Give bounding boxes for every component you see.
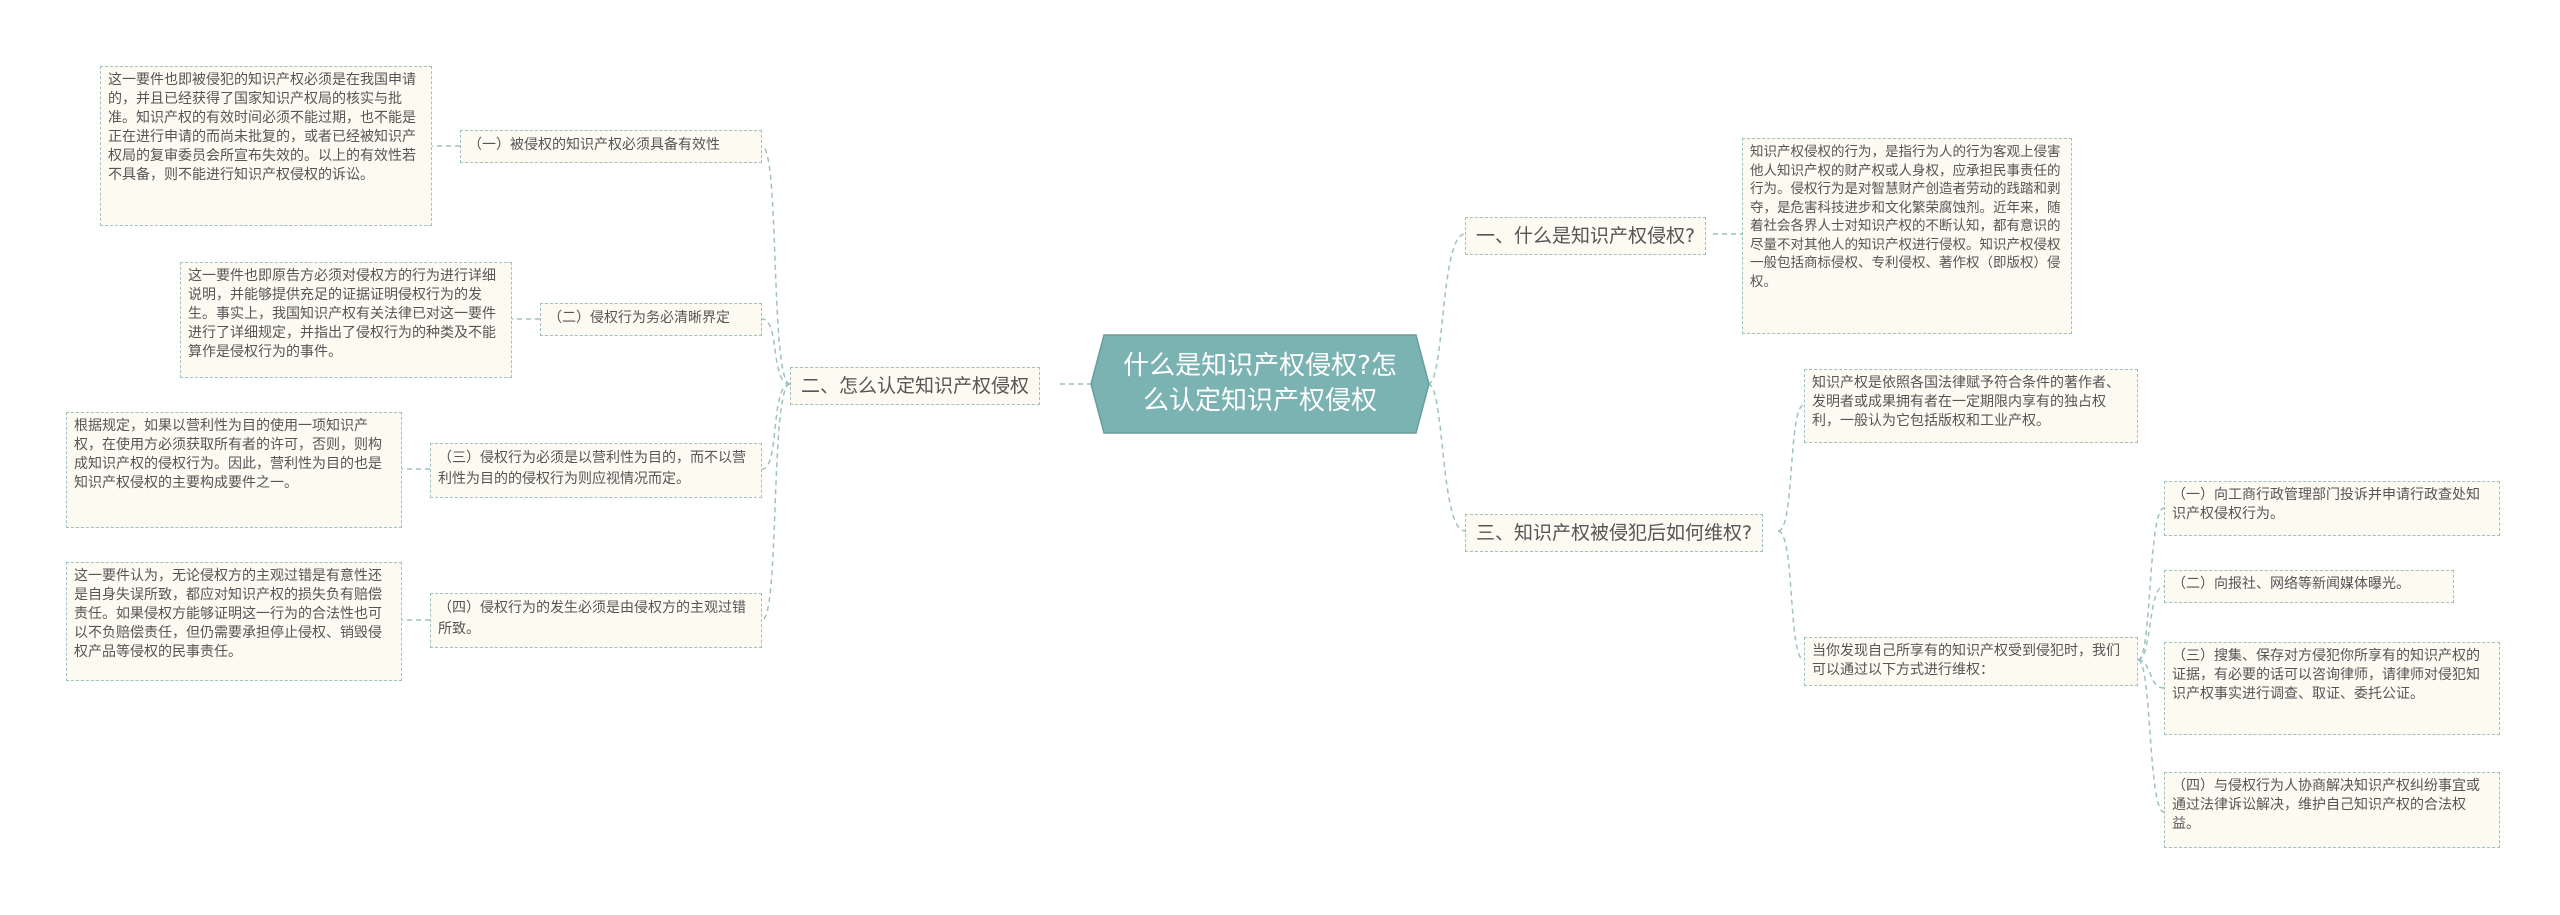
what-detail-note: 知识产权侵权的行为，是指行为人的行为客观上侵害他人知识产权的财产权或人身权，应承… [1742,138,2072,334]
connector-identify-item3 [761,383,791,470]
connector-identify-item1 [761,145,791,385]
identify-item-4-detail: 这一要件认为，无论侵权方的主观过错是有意性还是自身失误所致，都应对知识产权的损失… [66,562,402,681]
identify-item-1-detail: 这一要件也即被侵犯的知识产权必须是在我国申请的，并且已经获得了国家知识产权局的核… [100,66,432,226]
identify-item-2-detail: 这一要件也即原告方必须对侵权方的行为进行详细说明，并能够提供充足的证据证明侵权行… [180,262,512,378]
connector-methods-1 [2137,507,2165,661]
remedy-methods-intro[interactable]: 当你发现自己所享有的知识产权受到侵犯时，我们可以通过以下方式进行维权： [1804,637,2138,686]
identify-item-4-label[interactable]: （四）侵权行为的发生必须是由侵权方的主观过错所致。 [430,593,762,648]
branch-how-to-identify[interactable]: 二、怎么认定知识产权侵权 [790,367,1041,405]
connector-methods-2 [2137,585,2165,661]
remedy-method-2: （二）向报社、网络等新闻媒体曝光。 [2164,570,2454,603]
remedy-method-1: （一）向工商行政管理部门投诉并申请行政查处知识产权侵权行为。 [2164,481,2500,536]
root-hexagon-shape [1090,334,1430,434]
remedy-method-3: （三）搜集、保存对方侵犯你所享有的知识产权的证据，有必要的话可以咨询律师，请律师… [2164,642,2500,735]
connector-methods-3 [2137,659,2165,689]
remedy-definition-note: 知识产权是依照各国法律赋予符合条件的著作者、发明者或成果拥有者在一定期限内享有的… [1804,369,2138,443]
identify-item-1-label[interactable]: （一）被侵权的知识产权必须具备有效性 [460,130,762,163]
identify-item-2-label[interactable]: （二）侵权行为务必清晰界定 [540,303,762,336]
remedy-method-4: （四）与侵权行为人协商解决知识产权纠纷事宜或通过法律诉讼解决，维护自己知识产权的… [2164,772,2500,848]
connector-remedy-methods [1777,530,1805,661]
connector-root-remedy [1427,383,1466,532]
branch-remedy-after-infringement[interactable]: 三、知识产权被侵犯后如何维权? [1465,514,1764,552]
connector-identify-item2 [761,318,791,385]
connector-identify-item4 [761,383,791,621]
branch-what-is-ip-infringement[interactable]: 一、什么是知识产权侵权? [1465,217,1707,255]
connector-remedy-definition [1777,404,1805,532]
root-title: 什么是知识产权侵权?怎么认定知识产权侵权 [1123,351,1397,416]
connector-methods-4 [2137,659,2165,813]
identify-item-3-detail: 根据规定，如果以营利性为目的使用一项知识产权，在使用方必须获取所有者的许可，否则… [66,412,402,528]
identify-item-3-label[interactable]: （三）侵权行为必须是以营利性为目的，而不以营利性为目的的侵权行为则应视情况而定。 [430,443,762,498]
connector-root-what [1427,233,1466,385]
root-topic[interactable]: 什么是知识产权侵权?怎么认定知识产权侵权 [1090,334,1430,434]
